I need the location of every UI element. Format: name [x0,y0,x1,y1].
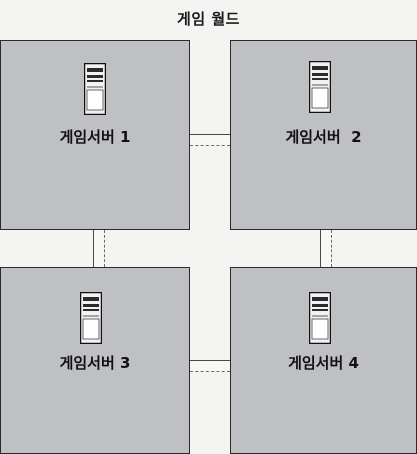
diagram-title: 게임 월드 [177,10,240,28]
server-box-2: 게임서버 2 [230,40,417,230]
connector-server2-server4 [320,230,332,267]
server-tower-icon [309,292,331,344]
server-label-2: 게임서버 2 [285,128,362,146]
connector-server3-server4 [190,360,230,372]
connector-server1-server2 [190,134,230,146]
server-label-4: 게임서버 4 [288,354,359,372]
server-label-3: 게임서버 3 [59,354,131,372]
server-label-1: 게임서버 1 [59,128,131,146]
server-box-4: 게임서버 4 [230,267,417,454]
connector-server1-server3 [93,230,105,267]
server-tower-icon [309,61,331,113]
server-tower-icon [80,292,102,344]
server-box-1: 게임서버 1 [0,40,190,230]
server-box-3: 게임서버 3 [0,267,190,454]
server-tower-icon [84,63,106,115]
